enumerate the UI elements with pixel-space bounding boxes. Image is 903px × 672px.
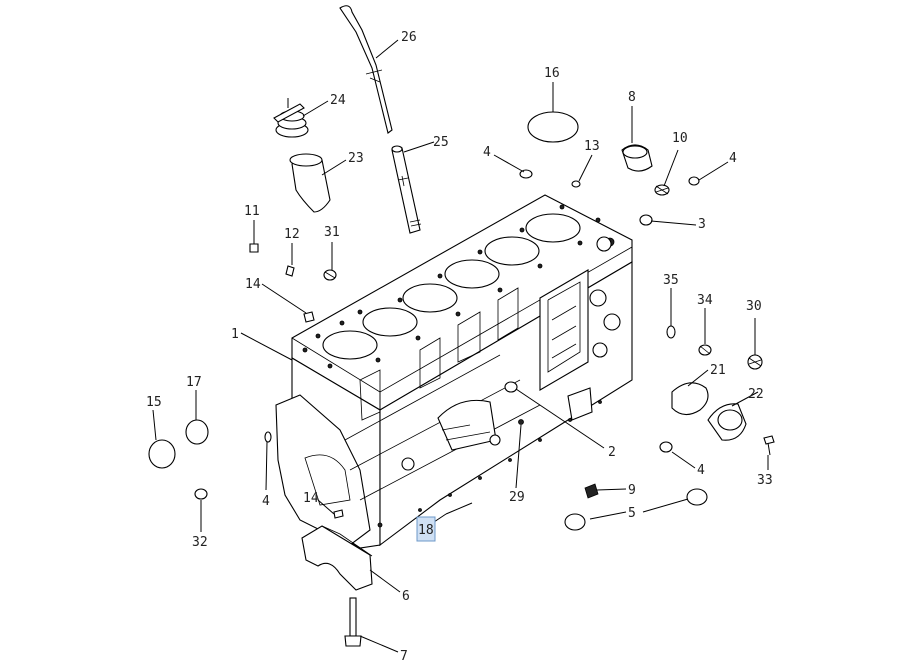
callout-23[interactable]: 23 <box>348 151 364 166</box>
callout-34[interactable]: 34 <box>697 293 713 308</box>
part-31-plug <box>323 269 337 281</box>
part-2-plug <box>504 381 518 393</box>
part-30-plug <box>747 354 763 370</box>
part-16-gasket <box>527 111 579 143</box>
callout-10[interactable]: 10 <box>672 131 688 146</box>
part-17-o-ring <box>185 419 209 445</box>
part-4-plug-mid <box>659 441 673 453</box>
part-7-bolt <box>344 597 362 647</box>
callout-21[interactable]: 21 <box>710 363 726 378</box>
leader-lines <box>152 39 769 653</box>
callout-6[interactable]: 6 <box>402 589 410 604</box>
part-23-cup-plug <box>289 153 331 213</box>
callout-13[interactable]: 13 <box>584 139 600 154</box>
callout-14-bottom[interactable]: 14 <box>303 491 319 506</box>
callout-7[interactable]: 7 <box>400 649 408 664</box>
part-4-plug-left <box>264 431 272 443</box>
callout-16[interactable]: 16 <box>544 66 560 81</box>
callout-29[interactable]: 29 <box>509 490 525 505</box>
part-35-o-ring <box>666 325 676 339</box>
callout-labels: 26 25 24 23 16 8 4 13 10 4 3 11 12 31 14… <box>146 30 773 664</box>
callout-22[interactable]: 22 <box>748 387 764 402</box>
part-14-dowel-top <box>303 311 315 323</box>
part-34-plug <box>698 344 712 356</box>
part-12-dowel <box>285 265 295 277</box>
callout-15[interactable]: 15 <box>146 395 162 410</box>
callout-26[interactable]: 26 <box>401 30 417 45</box>
callout-2[interactable]: 2 <box>608 445 616 460</box>
cylinder-block <box>275 194 633 549</box>
callout-9[interactable]: 9 <box>628 483 636 498</box>
callout-4-top[interactable]: 4 <box>483 145 491 160</box>
part-18-pin <box>445 502 473 515</box>
callout-31[interactable]: 31 <box>324 225 340 240</box>
callout-12[interactable]: 12 <box>284 227 300 242</box>
callout-30[interactable]: 30 <box>746 299 762 314</box>
part-11-plug <box>249 243 259 253</box>
part-4-plug-right <box>688 176 700 186</box>
callout-35[interactable]: 35 <box>663 273 679 288</box>
part-24-breather <box>273 98 309 138</box>
callout-25[interactable]: 25 <box>433 135 449 150</box>
part-15-o-ring <box>148 439 176 469</box>
part-3-plug <box>639 214 653 226</box>
callout-33[interactable]: 33 <box>757 473 773 488</box>
callout-5[interactable]: 5 <box>628 506 636 521</box>
callout-14-top[interactable]: 14 <box>245 277 261 292</box>
part-8-sleeve <box>621 144 653 172</box>
part-5-sleeve-b <box>564 513 586 531</box>
callout-8[interactable]: 8 <box>628 90 636 105</box>
highlight-18 <box>416 516 436 542</box>
part-32-plug <box>194 488 208 500</box>
part-21-gasket <box>671 382 709 416</box>
callout-1[interactable]: 1 <box>231 327 239 342</box>
part-33-bolt <box>763 435 775 456</box>
callout-17[interactable]: 17 <box>186 375 202 390</box>
callout-3[interactable]: 3 <box>698 217 706 232</box>
part-29-plug <box>518 419 524 425</box>
callout-4-left[interactable]: 4 <box>262 494 270 509</box>
callout-18[interactable]: 18 <box>418 523 434 538</box>
part-5-sleeve-a <box>686 488 708 506</box>
part-13-plug <box>571 180 581 188</box>
callout-32[interactable]: 32 <box>192 535 208 550</box>
part-25-dipstick-tube <box>391 145 422 234</box>
callout-4-mid[interactable]: 4 <box>697 463 705 478</box>
part-14-dowel-bottom <box>333 509 344 519</box>
part-26-dipstick <box>339 5 393 134</box>
part-9-plug <box>584 483 599 499</box>
part-22-housing <box>707 403 747 441</box>
part-10-plug <box>654 184 670 196</box>
callout-4-right[interactable]: 4 <box>729 151 737 166</box>
callout-24[interactable]: 24 <box>330 93 346 108</box>
callout-11[interactable]: 11 <box>244 204 260 219</box>
part-6-bearing-cap <box>301 525 373 591</box>
